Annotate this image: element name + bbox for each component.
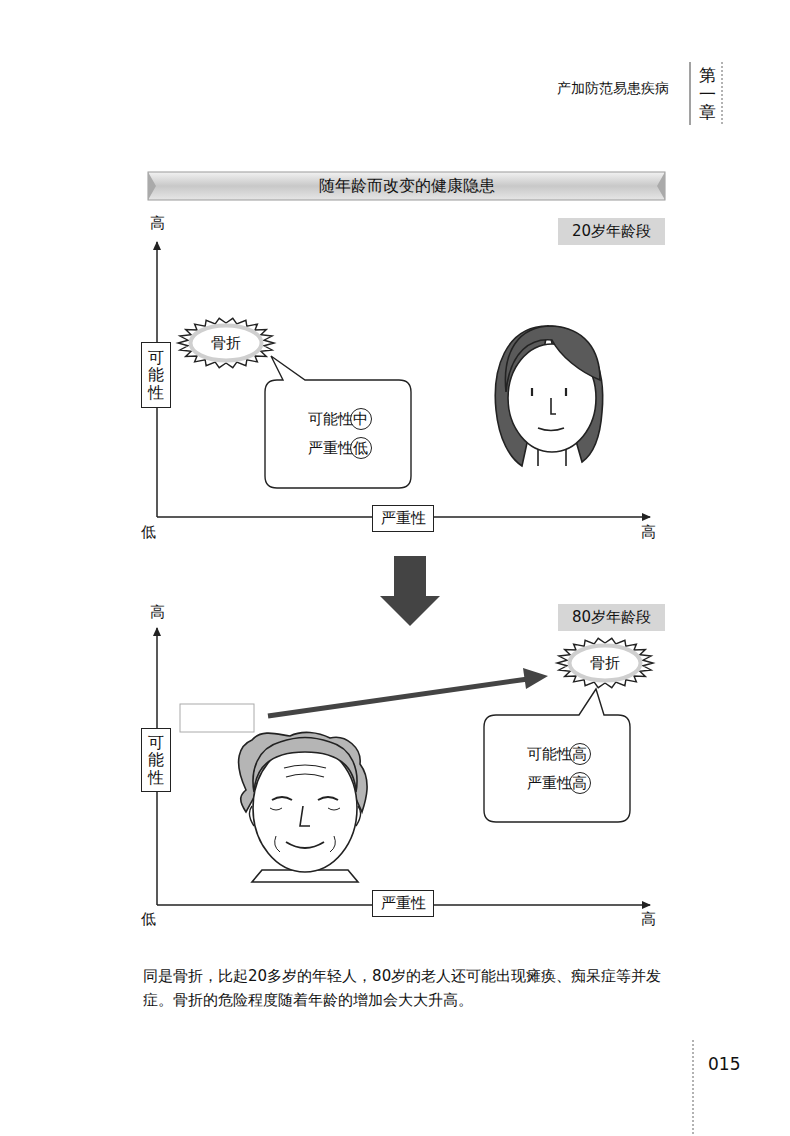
page-number: 015 <box>708 1054 740 1074</box>
running-head: 产加防范易患疾病 <box>557 80 669 98</box>
node-text: 20岁年龄段 <box>572 222 651 241</box>
axis-title-box: 可能性 <box>141 342 171 408</box>
node-text: 骨折 <box>590 654 620 673</box>
title-text: 随年龄而改变的健康隐患 <box>148 172 665 200</box>
rating-text: 可能性高 <box>527 745 587 764</box>
callout-shape <box>484 689 630 822</box>
header-rule <box>722 62 723 125</box>
callout-shape <box>265 356 411 488</box>
axis-end: 高 <box>137 603 177 622</box>
age-tag: 80岁年龄段 <box>558 604 665 631</box>
rating-circle <box>350 408 372 430</box>
burst-shape <box>557 638 653 687</box>
axis-title-box: 严重性 <box>372 890 434 917</box>
rating-circle <box>569 743 591 765</box>
rating-text: 严重性高 <box>527 774 587 793</box>
rating-text: 严重性低 <box>308 439 368 458</box>
caption-text: 同是骨折，比起20多岁的年轻人，80岁的老人还可能出现瘫痪、痴呆症等并发症。骨折… <box>143 964 671 1012</box>
axis-end: 高 <box>628 523 668 542</box>
transition-arrow <box>380 556 440 626</box>
node-text: 骨折 <box>211 334 241 353</box>
title-band <box>148 172 665 200</box>
rating-circle <box>569 772 591 794</box>
header-rule <box>690 62 691 125</box>
callout-bubble: 可能性中严重性低 <box>265 380 411 488</box>
axis-title-box: 严重性 <box>372 505 434 532</box>
callout-bubble: 可能性高严重性高 <box>484 715 630 822</box>
empty-box <box>180 704 254 732</box>
burst-node: 骨折 <box>557 638 653 688</box>
node-text: 可能性 <box>148 734 164 787</box>
burst-node: 骨折 <box>178 318 274 368</box>
axis-end: 高 <box>628 910 668 929</box>
young-woman-face <box>495 326 602 466</box>
age-tag: 20岁年龄段 <box>558 218 665 245</box>
rating-circle <box>350 437 372 459</box>
chapter-mark: 第一章 <box>699 66 716 122</box>
trend-arrowhead <box>523 668 548 689</box>
old-man-face <box>239 732 368 882</box>
axis-end: 高 <box>137 214 177 233</box>
page-rule <box>693 1040 694 1136</box>
burst-shade <box>569 646 640 681</box>
band-end <box>148 172 665 200</box>
callout-outline <box>265 380 411 488</box>
axis-end: 低 <box>128 523 168 542</box>
node-text: 80岁年龄段 <box>572 608 651 627</box>
rating-text: 可能性中 <box>308 410 368 429</box>
node-text: 严重性 <box>381 509 426 528</box>
node-text: 可能性 <box>148 349 164 402</box>
node-text: 严重性 <box>381 894 426 913</box>
callout-outline <box>484 715 630 822</box>
axis-end: 低 <box>128 910 168 929</box>
trend-arrow <box>268 679 528 716</box>
axis-title-box: 可能性 <box>141 728 171 792</box>
burst-shade <box>190 326 261 361</box>
burst-shape <box>178 318 274 367</box>
